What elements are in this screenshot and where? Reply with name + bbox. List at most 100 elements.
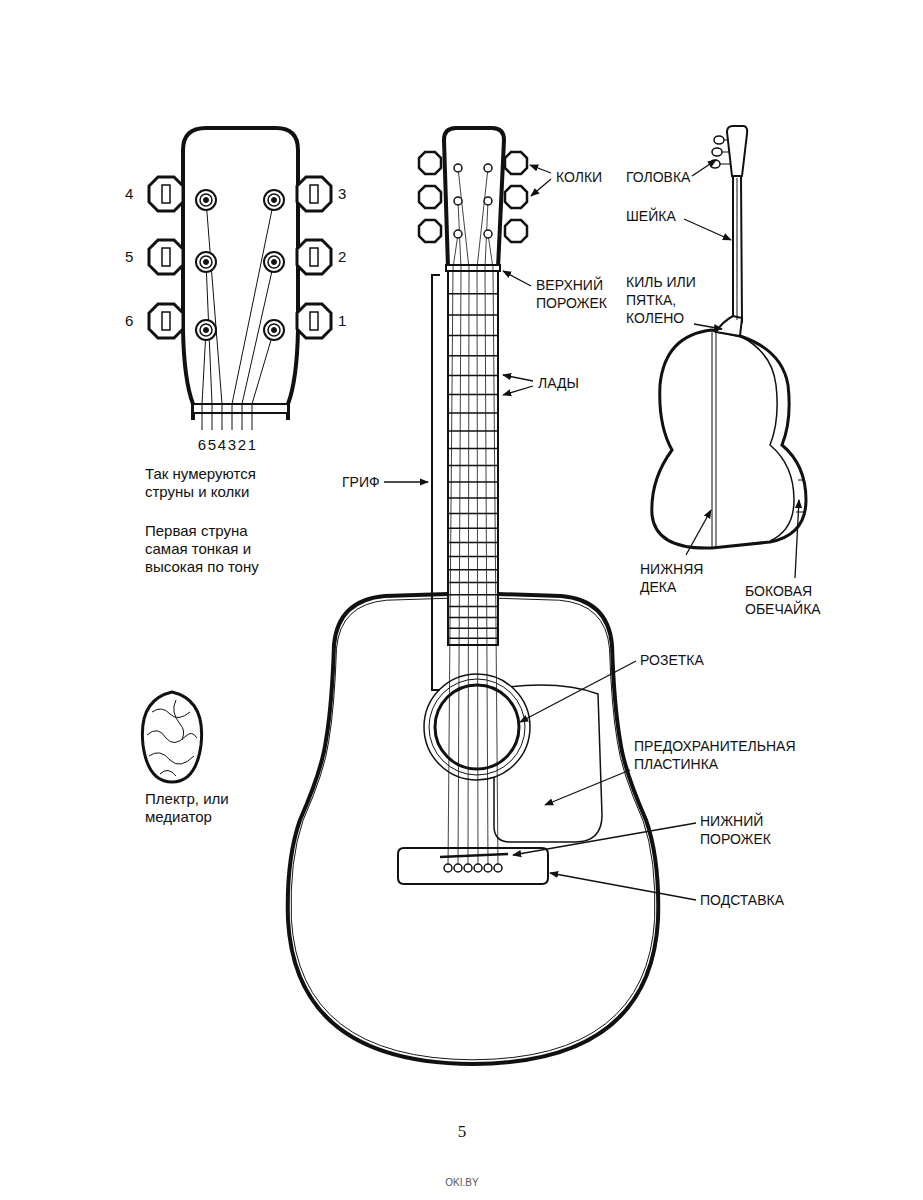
- peg-post: [264, 190, 284, 210]
- fret: [448, 314, 498, 316]
- leader-line: [384, 160, 799, 900]
- part-label: КИЛЬ ИЛИ ПЯТКА, КОЛЕНО: [626, 273, 708, 328]
- peg-number: 4: [125, 185, 133, 202]
- guitar-drawing: [288, 128, 659, 1064]
- heel: [716, 316, 742, 336]
- guitar-string: [448, 234, 458, 868]
- peg-post: [484, 230, 492, 238]
- peg-post: [264, 320, 284, 340]
- fret: [448, 556, 498, 558]
- leader-line: [503, 375, 533, 381]
- peg-post: [268, 324, 280, 336]
- leader-line: [384, 481, 428, 482]
- fret: [448, 481, 498, 483]
- pick-drawing: [160, 770, 176, 776]
- fret: [448, 293, 498, 295]
- watermark: OKI.BY: [422, 1177, 502, 1189]
- fret: [448, 430, 498, 432]
- peg-post: [454, 164, 492, 238]
- leader-line: [520, 661, 636, 722]
- guitar-side-view: [712, 332, 713, 548]
- peg-number: 5: [125, 248, 133, 265]
- guitar-string: [448, 168, 498, 868]
- peg-post: [196, 190, 216, 210]
- tuning-peg: [419, 186, 441, 208]
- string-number: 6: [197, 436, 207, 453]
- peg-post: [484, 164, 492, 172]
- part-label: ГОЛОВКА: [626, 169, 690, 185]
- tuning-peg: [310, 312, 318, 330]
- guitar-string: [202, 200, 274, 430]
- leader-line: [686, 510, 711, 555]
- guitar-string: [485, 201, 488, 868]
- fret: [448, 497, 498, 499]
- leader-line: [694, 324, 722, 329]
- guitar-string: [232, 200, 274, 430]
- guitar-side-view: [712, 148, 722, 156]
- tuning-peg: [505, 186, 527, 208]
- tuning-peg: [149, 304, 183, 338]
- nut: [446, 265, 500, 271]
- guitar-side-view: [652, 330, 806, 548]
- side-neck: [733, 176, 742, 322]
- guitar-side-view: [652, 126, 806, 548]
- peg-number: 2: [338, 248, 346, 265]
- tuning-peg: [419, 152, 527, 242]
- fret: [448, 617, 498, 619]
- peg-post: [454, 230, 462, 238]
- guitar-drawing: [291, 598, 655, 1060]
- leader-line: [503, 271, 531, 286]
- guitar-string: [202, 330, 206, 430]
- tuning-peg: [162, 312, 170, 330]
- part-label: ГРИФ: [342, 474, 380, 490]
- bridge-pin: [444, 864, 502, 872]
- bridge-pin: [444, 864, 452, 872]
- peg-post: [200, 256, 212, 268]
- part-label: ПРЕДОХРАНИТЕЛЬНАЯ ПЛАСТИНКА: [634, 737, 834, 773]
- string-number: 1: [247, 436, 257, 453]
- guitar-side-view: [796, 480, 805, 512]
- guitar-side-view: [737, 178, 738, 320]
- tuning-peg: [505, 152, 527, 174]
- guitar-string: [458, 168, 469, 868]
- fret: [448, 412, 498, 414]
- tuning-peg: [419, 220, 441, 242]
- guitar-string: [252, 330, 274, 430]
- pick-drawing: [149, 753, 194, 764]
- tuning-peg: [149, 177, 183, 211]
- part-label: НИЖНИЙ ПОРОЖЕК: [700, 812, 790, 848]
- peg-post: [196, 320, 216, 340]
- fret: [448, 375, 498, 377]
- sound-hole: [435, 685, 519, 769]
- part-label: БОКОВАЯ ОБЕЧАЙКА: [745, 582, 837, 618]
- bracket: [432, 275, 440, 690]
- leader-line: [503, 386, 533, 395]
- fret: [448, 448, 498, 450]
- tuning-peg: [419, 152, 441, 174]
- string-number: 3: [227, 436, 237, 453]
- fret: [448, 606, 498, 608]
- bridge-pin: [474, 864, 482, 872]
- peg-post: [196, 252, 216, 272]
- pick-drawing: [142, 692, 201, 782]
- part-label: КОЛКИ: [556, 169, 602, 185]
- part-label: РОЗЕТКА: [640, 652, 704, 668]
- bridge-pin: [464, 864, 472, 872]
- peg-number: 1: [338, 312, 346, 329]
- guitar-string: [458, 201, 461, 868]
- peg-number: 6: [125, 312, 133, 329]
- guitar-side-view: [714, 136, 724, 144]
- note: Первая струна самая тонкая и высокая по …: [145, 522, 273, 576]
- fret: [448, 294, 498, 639]
- fret: [448, 542, 498, 544]
- peg-post: [196, 320, 216, 340]
- peg-post: [268, 194, 280, 206]
- fret: [448, 569, 498, 571]
- peg-post: [196, 190, 216, 210]
- headstock: [444, 128, 504, 268]
- leader-line: [684, 219, 731, 240]
- bridge-pin: [454, 864, 462, 872]
- tuning-peg: [149, 177, 331, 338]
